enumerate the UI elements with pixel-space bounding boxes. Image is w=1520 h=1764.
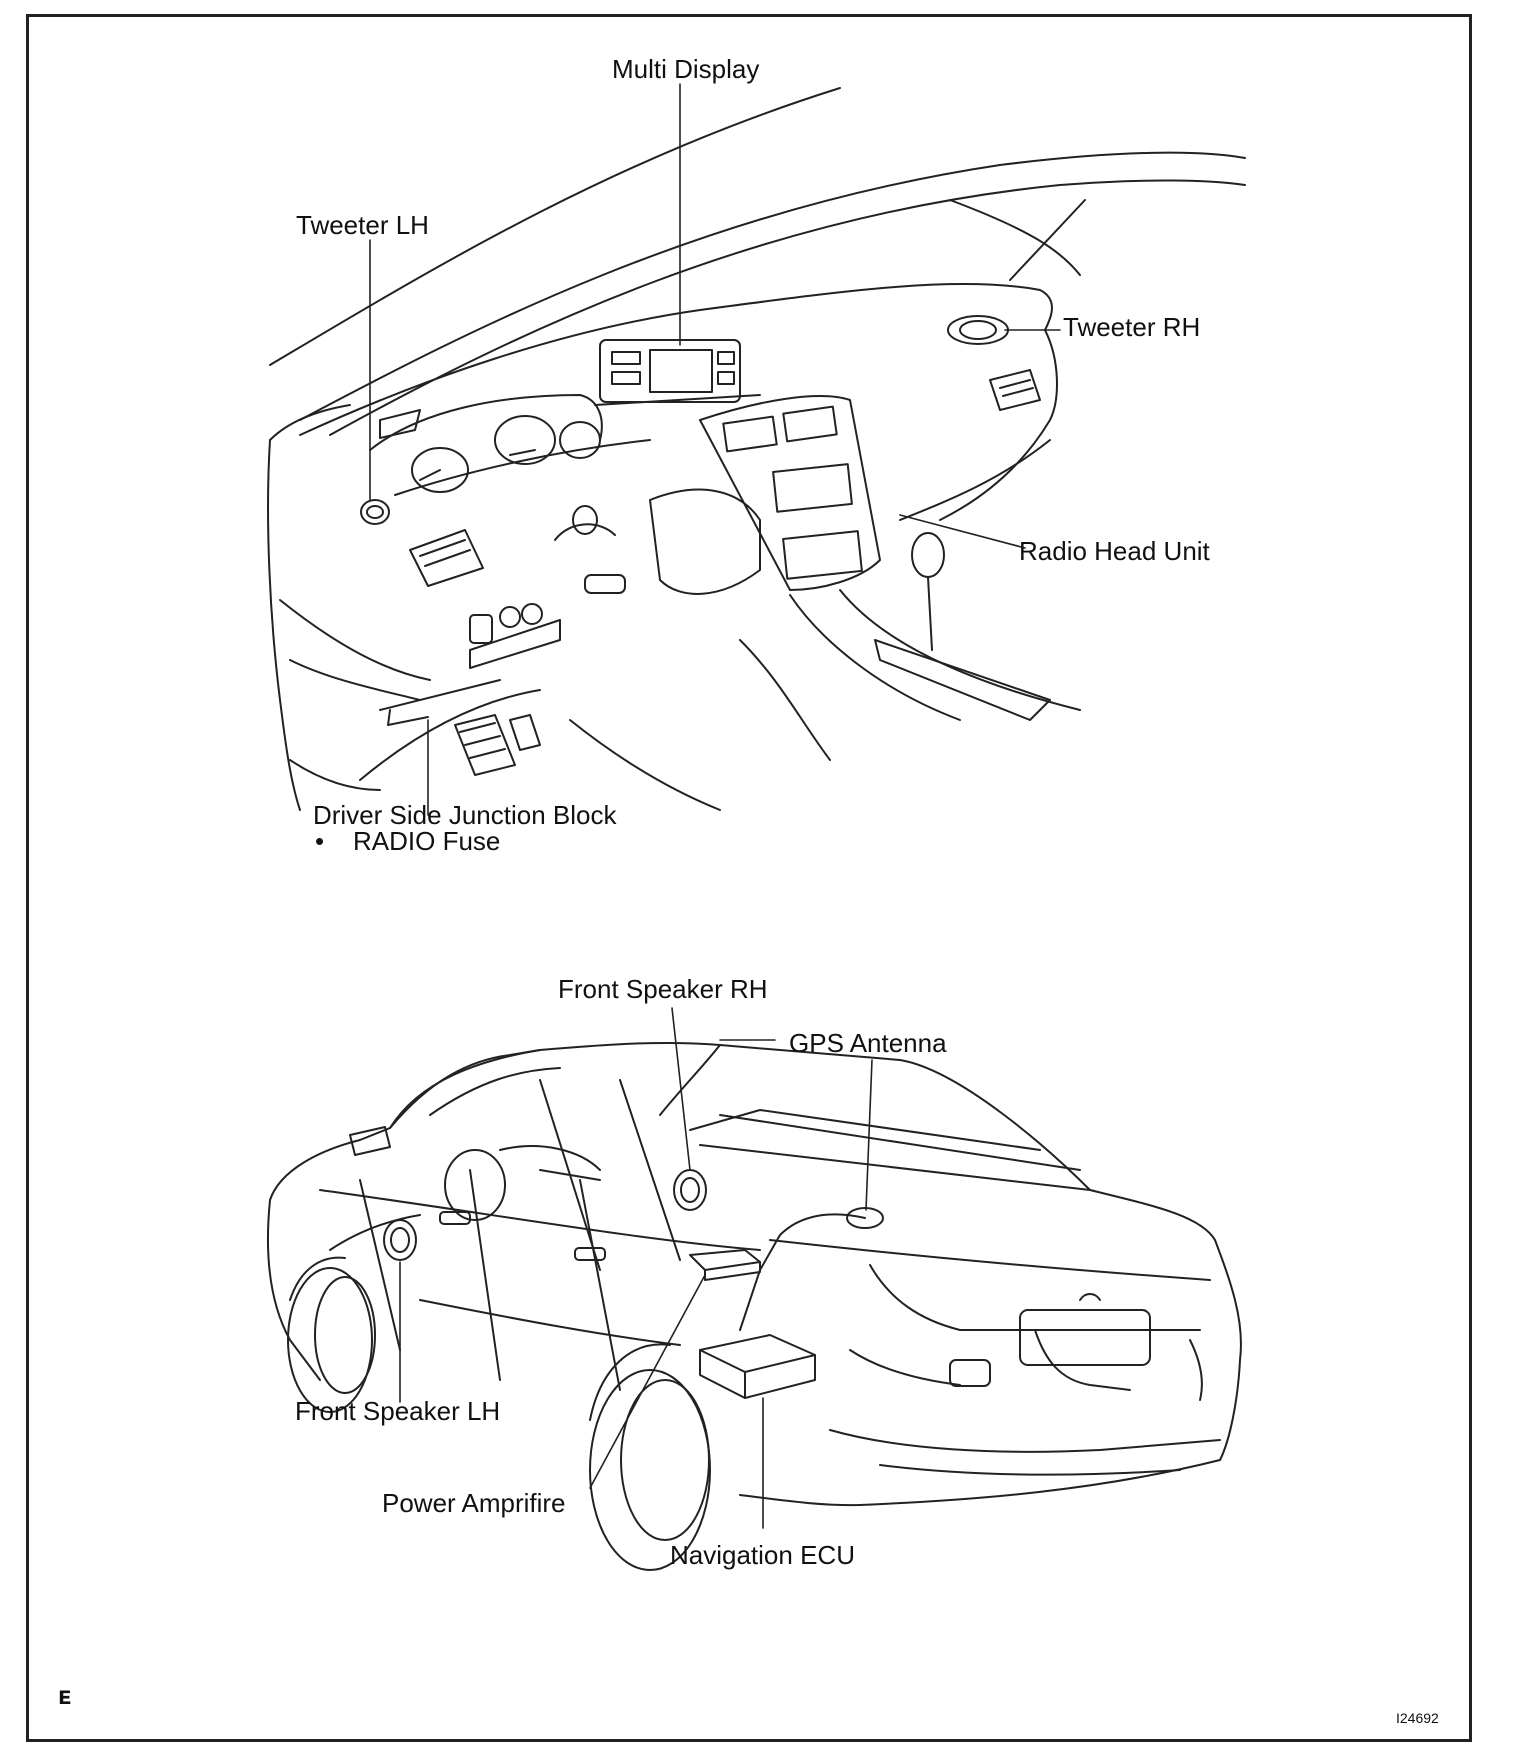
- label-tweeter-rh: Tweeter RH: [1063, 312, 1201, 342]
- dashboard-leader-lines: [369, 83, 1061, 816]
- label-tweeter-lh: Tweeter LH: [296, 210, 429, 240]
- label-driver-side-junction-block: Driver Side Junction Block: [313, 800, 617, 830]
- figure-id: I24692: [1396, 1710, 1439, 1726]
- label-radio-fuse: RADIO Fuse: [353, 826, 501, 856]
- label-multi-display: Multi Display: [612, 54, 760, 84]
- label-gps-antenna: GPS Antenna: [789, 1028, 947, 1058]
- car-leader-lines: [399, 1007, 873, 1529]
- corner-mark: ᴇ: [58, 1680, 72, 1710]
- label-front-speaker-rh: Front Speaker RH: [558, 974, 768, 1004]
- dashboard-illustration: [267, 87, 1246, 811]
- diagram-frame: [26, 14, 1472, 1742]
- label-navigation-ecu: Navigation ECU: [670, 1540, 855, 1570]
- label-front-speaker-lh: Front Speaker LH: [295, 1396, 501, 1426]
- label-power-amprifire: Power Amprifire: [382, 1488, 566, 1518]
- label-radio-head-unit: Radio Head Unit: [1019, 536, 1210, 566]
- car-illustration: [266, 1041, 1242, 1571]
- label-radio-fuse-bullet: •: [315, 826, 325, 856]
